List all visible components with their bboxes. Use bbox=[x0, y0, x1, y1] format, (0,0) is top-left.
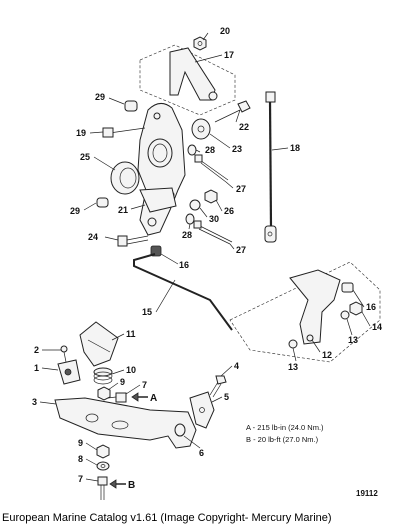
washer-8 bbox=[96, 461, 110, 471]
callout-16: 16 bbox=[366, 302, 376, 312]
torque-note-b: B - 20 lb-ft (27.0 Nm.) bbox=[246, 435, 319, 444]
callout-8: 8 bbox=[78, 454, 83, 464]
bolt-7-upper bbox=[107, 392, 127, 403]
washer-13-left bbox=[288, 339, 298, 349]
nut-26 bbox=[204, 189, 218, 204]
callout-24: 24 bbox=[88, 232, 98, 242]
throttle-arm-21 bbox=[137, 103, 186, 236]
torque-arrow-b bbox=[109, 479, 126, 489]
washer-23 bbox=[191, 118, 211, 140]
callout-29: 29 bbox=[95, 92, 105, 102]
callout-9: 9 bbox=[78, 438, 83, 448]
bolt-24 bbox=[117, 235, 149, 247]
arrow-label-a: A bbox=[150, 393, 157, 404]
callout-21: 21 bbox=[118, 205, 128, 215]
callout-27: 27 bbox=[236, 184, 246, 194]
callout-11: 11 bbox=[126, 329, 136, 339]
callout-18: 18 bbox=[290, 143, 300, 153]
image-caption: European Marine Catalog v1.61 (Image Cop… bbox=[2, 512, 332, 524]
washer-13-right bbox=[340, 310, 350, 320]
callout-29: 29 bbox=[70, 206, 80, 216]
nut-14 bbox=[349, 301, 363, 316]
callout-28: 28 bbox=[205, 145, 215, 155]
callout-10: 10 bbox=[126, 365, 136, 375]
washer-28-lower bbox=[185, 213, 195, 225]
torque-arrow-a bbox=[131, 392, 148, 402]
callout-6: 6 bbox=[199, 448, 204, 458]
callout-7: 7 bbox=[78, 474, 83, 484]
callout-19: 19 bbox=[76, 128, 86, 138]
bolt-22 bbox=[214, 100, 251, 123]
callout-17: 17 bbox=[224, 50, 234, 60]
nut-20 bbox=[193, 36, 207, 51]
bracket-5 bbox=[189, 391, 215, 429]
switch-1 bbox=[57, 359, 81, 385]
link-rod-15 bbox=[133, 253, 233, 331]
arrow-label-b: B bbox=[128, 480, 135, 491]
callout-1: 1 bbox=[34, 363, 39, 373]
spring-10 bbox=[93, 367, 113, 385]
callout-20: 20 bbox=[220, 26, 230, 36]
nut-9-lower bbox=[96, 444, 110, 459]
callout-26: 26 bbox=[224, 206, 234, 216]
callout-27: 27 bbox=[236, 245, 246, 255]
callout-28: 28 bbox=[182, 230, 192, 240]
callout-23: 23 bbox=[232, 144, 242, 154]
bolt-7-lower bbox=[97, 476, 108, 500]
bracket-12 bbox=[229, 261, 381, 363]
callout-4: 4 bbox=[234, 361, 239, 371]
clip-16-lower bbox=[341, 282, 354, 293]
callout-2: 2 bbox=[34, 345, 39, 355]
callout-16: 16 bbox=[179, 260, 189, 270]
callout-5: 5 bbox=[224, 392, 229, 402]
figure-number: 19112 bbox=[356, 489, 378, 498]
leader-lines bbox=[39, 32, 371, 482]
torque-note-a: A - 215 lb-in (24.0 Nm.) bbox=[246, 423, 324, 432]
screw-19 bbox=[102, 127, 146, 138]
spacer-29-lower bbox=[96, 197, 109, 208]
nut-9-upper bbox=[97, 386, 111, 401]
spacer-29-upper bbox=[124, 100, 138, 112]
callout-13: 13 bbox=[288, 362, 298, 372]
callout-9: 9 bbox=[120, 377, 125, 387]
callout-22: 22 bbox=[239, 122, 249, 132]
callout-25: 25 bbox=[80, 152, 90, 162]
callout-14: 14 bbox=[372, 322, 382, 332]
screw-2 bbox=[60, 345, 68, 363]
callout-7: 7 bbox=[142, 380, 147, 390]
callout-30: 30 bbox=[209, 214, 219, 224]
washer-30 bbox=[189, 199, 201, 211]
bushing-6 bbox=[174, 423, 186, 437]
callout-15: 15 bbox=[142, 307, 152, 317]
screw-27-upper bbox=[194, 154, 229, 183]
link-rod-18 bbox=[264, 91, 277, 243]
callout-3: 3 bbox=[32, 397, 37, 407]
callout-labels: 20 17 29 19 22 18 28 23 25 27 29 21 26 3… bbox=[32, 26, 382, 491]
screw-27-lower bbox=[193, 220, 233, 245]
lever-3 bbox=[54, 397, 197, 449]
washer-28-upper bbox=[187, 144, 197, 156]
callout-12: 12 bbox=[322, 350, 332, 360]
upper-bracket-17 bbox=[139, 44, 236, 116]
cam-11 bbox=[79, 321, 119, 367]
bushing-25 bbox=[110, 161, 140, 195]
callout-13: 13 bbox=[348, 335, 358, 345]
